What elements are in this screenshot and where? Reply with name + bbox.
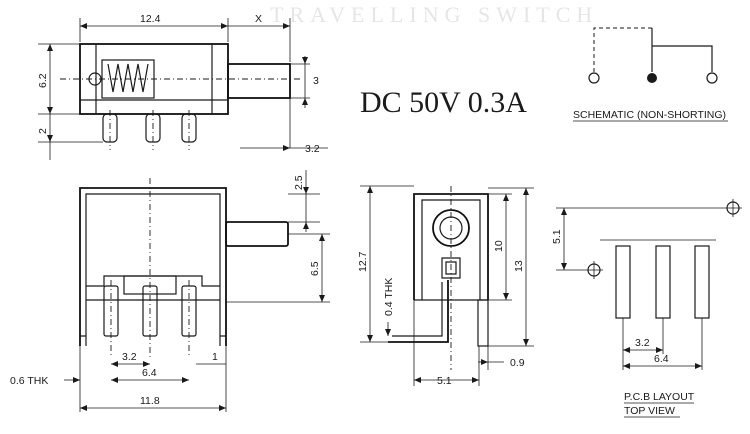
rating-text: DC 50V 0.3A [360,86,527,119]
schematic-label: SCHEMATIC (NON-SHORTING) [573,109,726,121]
dim-total-h-label: 12.7 [357,251,369,272]
dim-width-label: 11.8 [140,395,160,407]
dim-thk-end-label: 0.4 THK [383,278,395,316]
dim-top-label: 2.5 [293,175,305,190]
dim-x-label: X [255,13,262,25]
dim-pin-end-label: 0.9 [510,357,525,369]
side-view: 12.4 X 6.2 2 [37,13,328,160]
dim-pcb-span-label: 6.4 [654,353,669,365]
dim-h13-label: 13 [513,260,525,272]
pcb-label-2: TOP VIEW [624,405,675,417]
dim-height-label: 6.2 [37,73,49,88]
dim-pin-label: 2 [37,128,49,134]
dim-actuator-label: 3 [313,75,319,87]
dim-act-h-label: 6.5 [309,261,321,276]
dim-span-label: 6.4 [142,367,157,379]
dim-offset-label: 5.1 [551,229,563,244]
dim-pitch-label: 3.2 [122,351,137,363]
dim-pcb-pitch-label: 3.2 [635,337,650,349]
dim-end-label: 1 [212,351,218,363]
end-view: 12.7 0.4 THK 10 13 5.1 0.9 [357,185,534,387]
dim-pin-len-label: 3.2 [305,143,320,155]
dim-length-label: 12.4 [140,13,161,25]
schematic-diagram: SCHEMATIC (NON-SHORTING) [573,27,728,122]
ghost-header-text: TRAVELLING SWITCH [270,2,598,27]
pcb-label-1: P.C.B LAYOUT [624,391,695,403]
dim-thk-label: 0.6 THK [10,375,48,387]
dim-depth-label: 5.1 [437,375,452,387]
dim-h10-label: 10 [493,240,505,252]
front-view: 2.5 6.5 3.2 1 0.6 THK 6.4 11.8 [10,170,330,412]
pcb-layout: 5.1 3.2 6.4 P.C.B LAYOUT TOP VIEW [551,199,742,418]
